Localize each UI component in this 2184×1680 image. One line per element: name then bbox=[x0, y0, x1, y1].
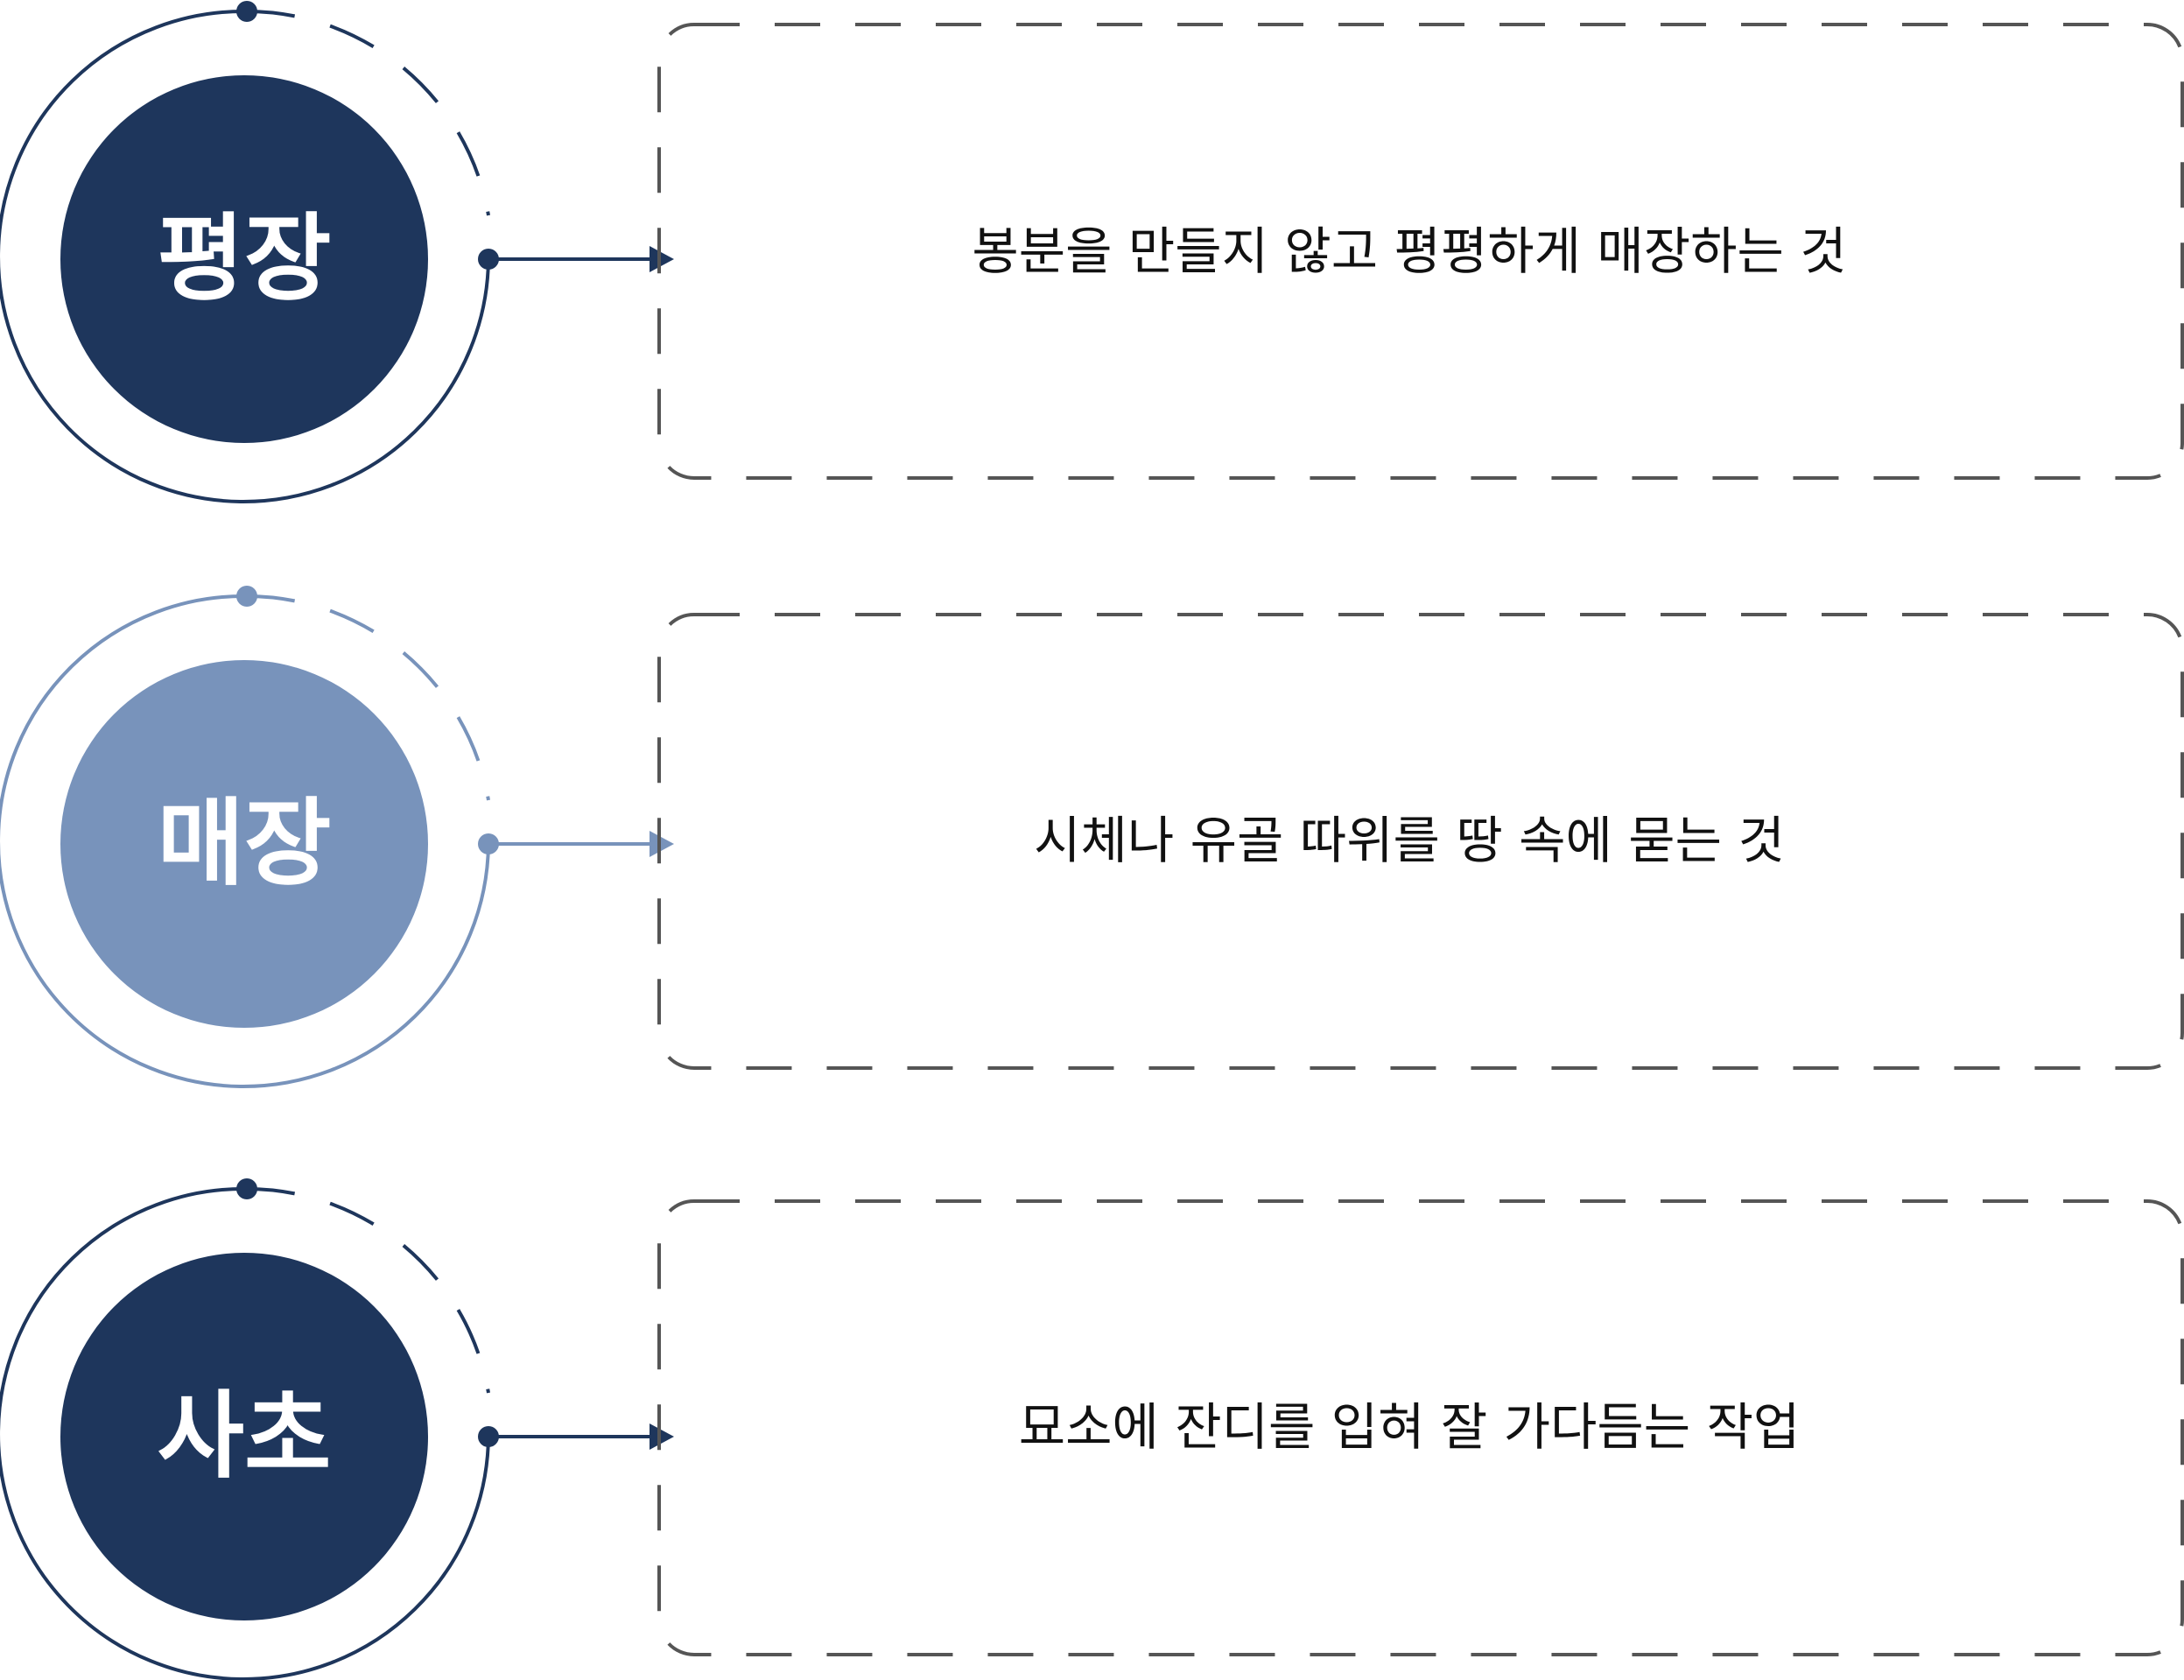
term-label: 평장 bbox=[158, 205, 332, 314]
outer-ring-solid bbox=[0, 9, 490, 503]
outer-ring-dashed bbox=[246, 594, 490, 801]
term-row-1: 평장 봉분을 만들지 않고 평평하게 매장하는 것 bbox=[0, 1, 2184, 503]
outer-ring-dashed bbox=[246, 1187, 490, 1394]
definition-box bbox=[657, 613, 2184, 1070]
connector-arrowhead bbox=[650, 1423, 674, 1450]
connector-arrowhead bbox=[650, 246, 674, 272]
outer-ring-dashed bbox=[246, 10, 490, 216]
term-row-2: 매장 시체나 유골 따위를 땅 속에 묻는 것 bbox=[0, 586, 2184, 1088]
outer-ring-solid bbox=[0, 594, 490, 1088]
definition-text: 시체나 유골 따위를 땅 속에 묻는 것 bbox=[1034, 811, 1785, 870]
term-label: 매장 bbox=[158, 790, 332, 899]
definition-box bbox=[657, 23, 2184, 480]
ring-top-dot bbox=[236, 586, 257, 607]
definition-text: 봉분을 만들지 않고 평평하게 매장하는 것 bbox=[972, 221, 1846, 281]
term-row-3: 사초 묘소에 잔디를 입혀 잘 가다듬는 작업 bbox=[0, 1178, 2184, 1680]
connector-arrowhead bbox=[650, 831, 674, 857]
term-label: 사초 bbox=[158, 1382, 332, 1492]
definition-box bbox=[657, 1199, 2184, 1656]
outer-ring-solid bbox=[0, 1186, 490, 1680]
inner-circle bbox=[60, 660, 428, 1028]
ring-top-dot bbox=[236, 1178, 257, 1199]
inner-circle bbox=[60, 1253, 428, 1620]
definition-text: 묘소에 잔디를 입혀 잘 가다듬는 작업 bbox=[1019, 1397, 1801, 1457]
inner-circle bbox=[60, 75, 428, 443]
ring-top-dot bbox=[236, 1, 257, 22]
